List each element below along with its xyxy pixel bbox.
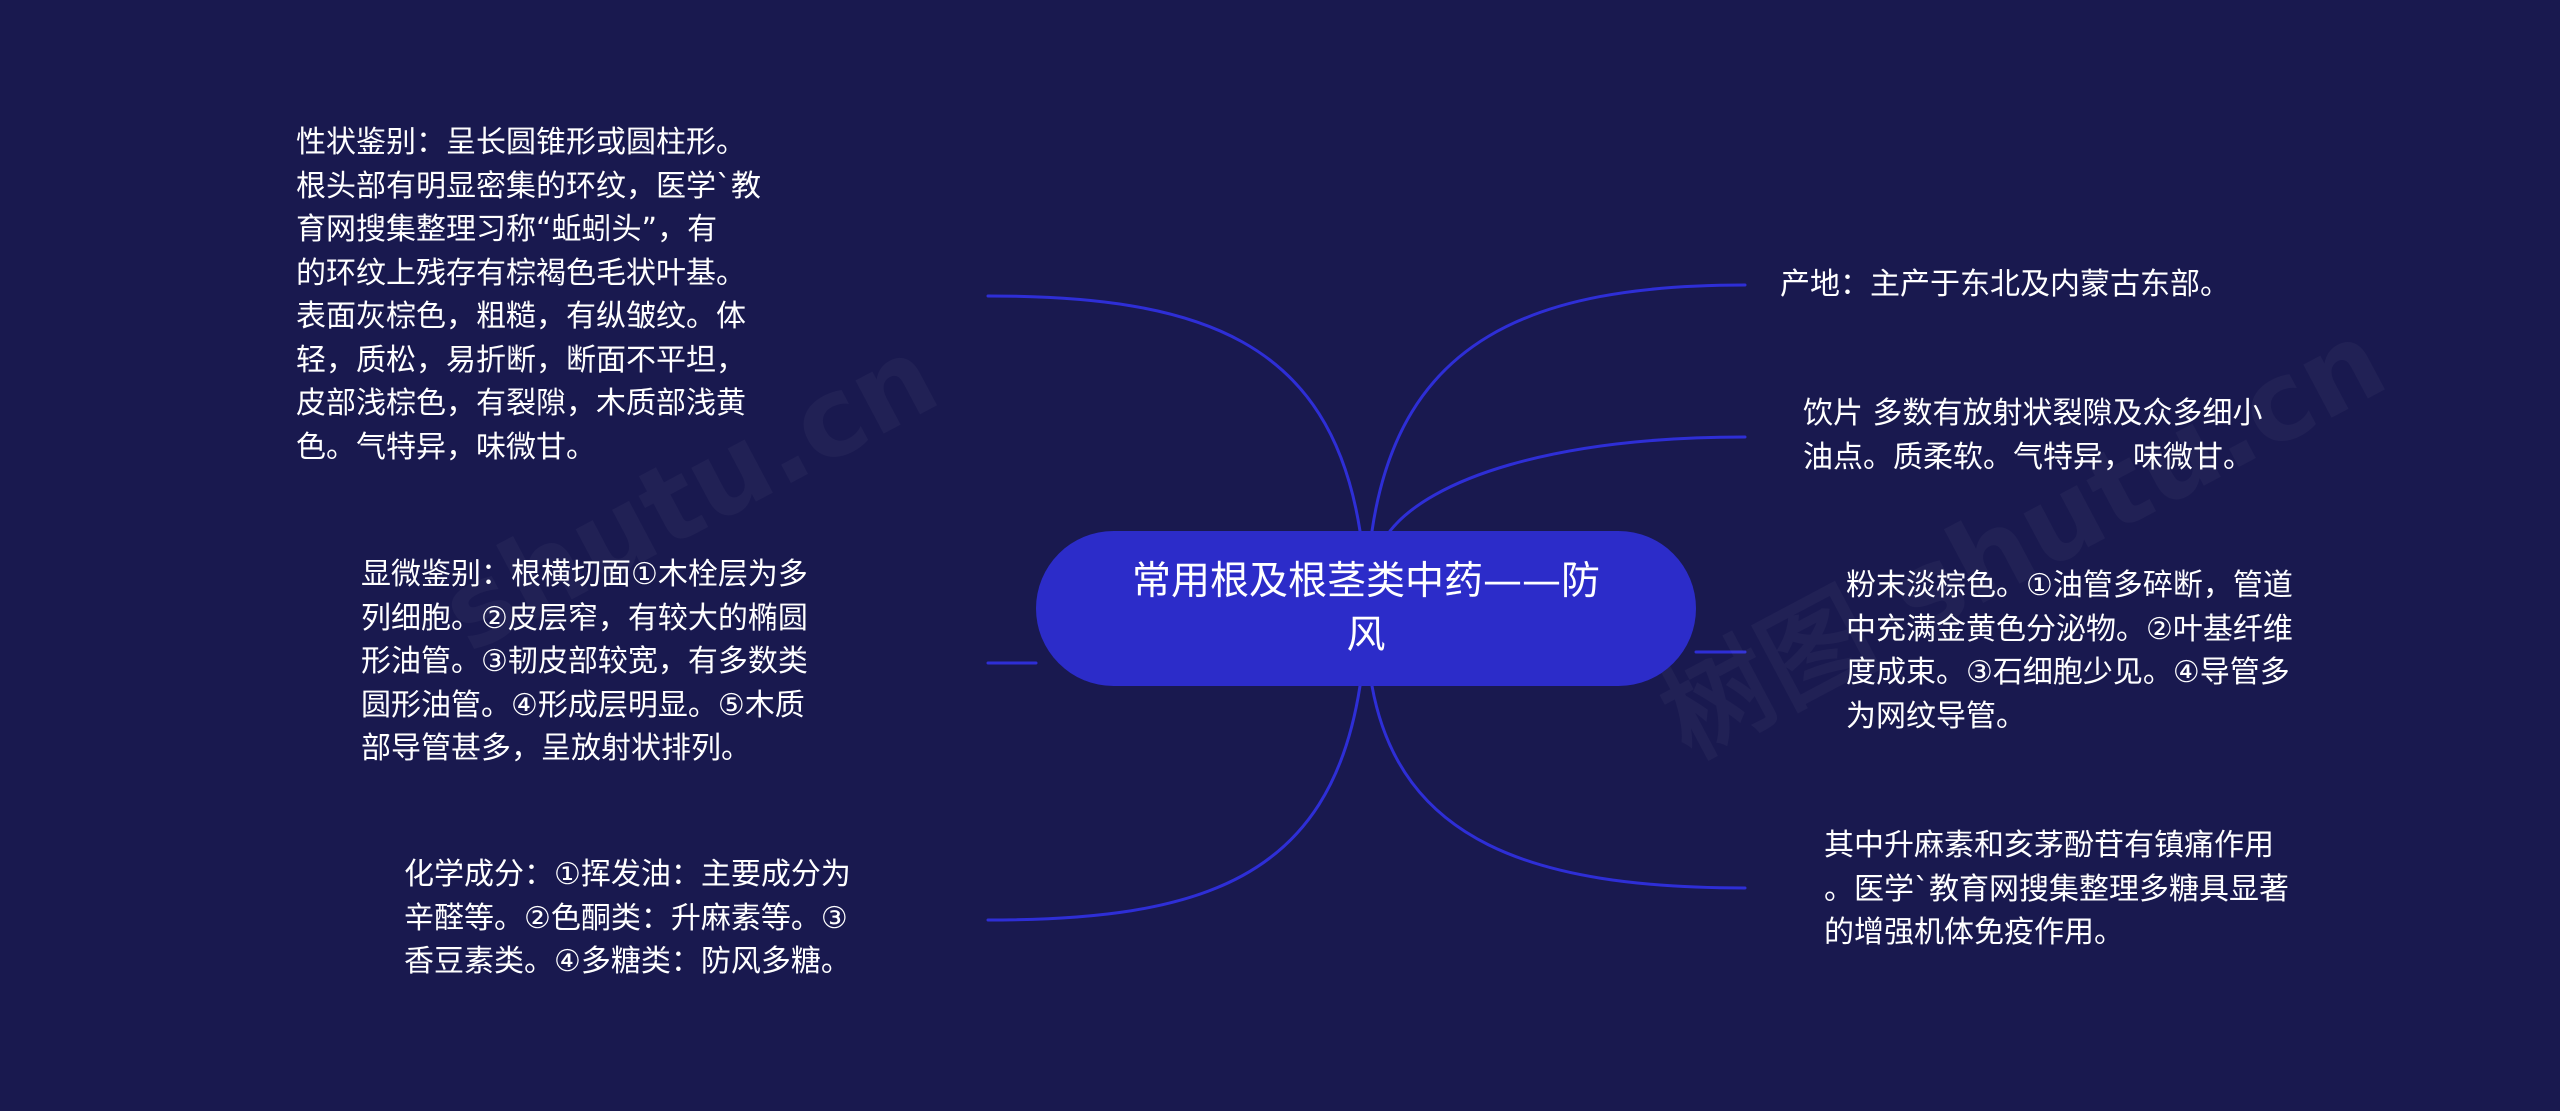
central-topic-node[interactable]: 常用根及根茎类中药——防风 — [1036, 531, 1696, 686]
connector-huaxue — [986, 684, 1362, 922]
branch-node-microscopic-identification[interactable]: 显微鉴别：根横切面①木栓层为多 列细胞。②皮层窄，有较大的椭圆 形油管。③韧皮部… — [361, 557, 808, 766]
central-topic-title: 常用根及根茎类中药——防风 — [1131, 558, 1600, 658]
connector-yinpian — [1388, 435, 1747, 533]
branch-node-decoction-pieces[interactable]: 饮片 多数有放射状裂隙及众多细小 油点。质柔软。气特异，味微甘。 — [1803, 396, 2263, 475]
connector-qizhong — [1370, 684, 1747, 890]
connector-xingzhuang — [986, 294, 1362, 533]
branch-node-origin[interactable]: 产地：主产于东北及内蒙古东部。 — [1780, 267, 2230, 302]
connector-chandi — [1370, 283, 1747, 533]
branch-node-pharmacology[interactable]: 其中升麻素和亥茅酚苷有镇痛作用 。医学`教育网搜集整理多糖具显著 的增强机体免疫… — [1824, 828, 2289, 950]
branch-node-chemical-composition[interactable]: 化学成分：①挥发油：主要成分为 辛醛等。②色酮类：升麻素等。③ 香豆素类。④多糖… — [404, 857, 851, 979]
branch-node-powder[interactable]: 粉末淡棕色。①油管多碎断，管道 中充满金黄色分泌物。②叶基纤维 度成束。③石细胞… — [1846, 568, 2293, 734]
branch-node-character-identification[interactable]: 性状鉴别：呈长圆锥形或圆柱形。 根头部有明显密集的环纹，医学`教 育网搜集整理习… — [296, 125, 761, 465]
